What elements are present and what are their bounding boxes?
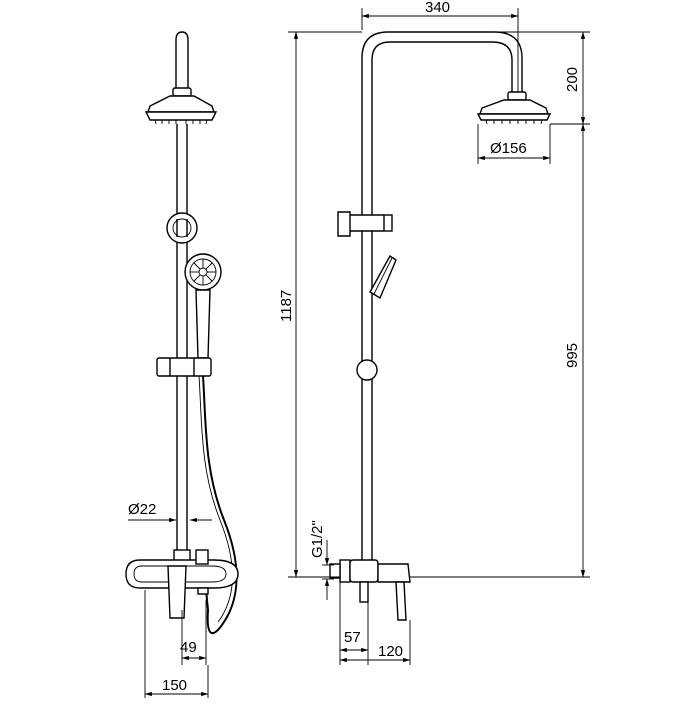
dim-overall-height: 1187 bbox=[278, 31, 362, 578]
pipe-diameter-label: Ø22 bbox=[128, 501, 156, 518]
side-holder-knob bbox=[356, 359, 378, 381]
dim-front-width: 150 bbox=[144, 590, 209, 698]
inlet-depth-label: 57 bbox=[344, 629, 361, 646]
hose-offset-label: 49 bbox=[180, 639, 197, 656]
dim-arm-reach: 340 bbox=[361, 0, 519, 92]
inlet-thread-label: G1/2" bbox=[309, 520, 326, 558]
front-shower-head bbox=[144, 87, 218, 125]
side-view: 340 200 995 Ø156 1187 bbox=[278, 0, 590, 665]
arm-drop-label: 200 bbox=[564, 67, 581, 92]
front-width-label: 150 bbox=[162, 677, 187, 694]
mixer-depth-label: 120 bbox=[378, 643, 403, 660]
dim-outlet-to-head: 995 bbox=[410, 123, 590, 578]
dim-arm-drop: 200 bbox=[390, 31, 590, 125]
front-hand-shower bbox=[184, 253, 222, 359]
dim-inlet-depth: 57 bbox=[339, 582, 369, 665]
front-view: Ø22 49 150 bbox=[125, 31, 239, 698]
top-pipe bbox=[175, 31, 189, 88]
shower-hose bbox=[202, 375, 238, 634]
dim-mixer-depth: 120 bbox=[339, 620, 411, 665]
side-mixer bbox=[329, 559, 411, 621]
outlet-to-head-label: 995 bbox=[564, 343, 581, 368]
arm-reach-label: 340 bbox=[425, 0, 450, 16]
dim-pipe-diameter: Ø22 bbox=[128, 501, 212, 523]
riser-pipe bbox=[176, 124, 188, 560]
side-hand-shower bbox=[369, 254, 397, 300]
side-shower-head bbox=[476, 91, 552, 125]
front-slide-bracket bbox=[156, 357, 212, 377]
arm-inner bbox=[371, 41, 513, 560]
front-slide-ring bbox=[166, 212, 198, 244]
front-mixer bbox=[125, 549, 239, 619]
side-slide-bracket bbox=[337, 211, 393, 237]
overall-height-label: 1187 bbox=[278, 290, 295, 322]
dim-hose-offset: 49 bbox=[180, 600, 207, 665]
dim-inlet-thread: G1/2" bbox=[309, 520, 334, 600]
dim-head-diameter: Ø156 bbox=[477, 124, 551, 164]
head-diameter-label: Ø156 bbox=[490, 140, 527, 157]
